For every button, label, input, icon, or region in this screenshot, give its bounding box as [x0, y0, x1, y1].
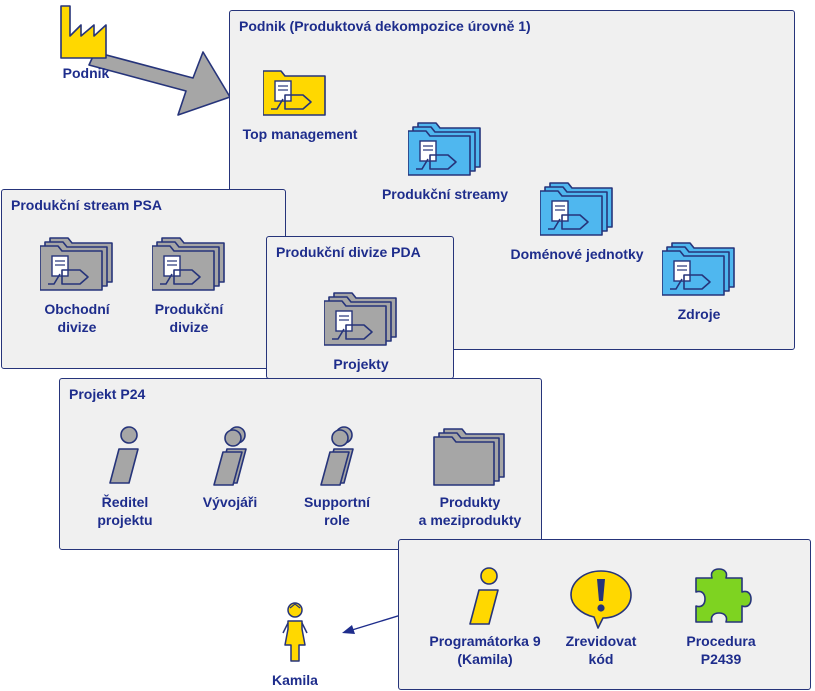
panel-podnik-title: Podnik (Produktová dekompozice úrovně 1) — [239, 18, 531, 34]
item-label: Ředitel projektu — [97, 494, 153, 528]
folder-stack-icon — [40, 236, 114, 294]
item-obchodni-divize[interactable]: Obchodní divize — [22, 236, 132, 336]
info-persons-icon — [213, 426, 247, 486]
info-person-icon — [109, 426, 139, 484]
item-vyvojari[interactable]: Vývojáři — [185, 425, 275, 511]
panel-p24: Projekt P24 Ředitel projektu Vývojáři Su… — [59, 378, 542, 550]
item-label: Programátorka 9 (Kamila) — [429, 633, 541, 667]
item-label: Obchodní divize — [44, 301, 110, 335]
item-label: Procedura P2439 — [686, 633, 756, 667]
panel-pda: Produkční divize PDA Projekty — [266, 236, 454, 379]
item-domenove-jednotky[interactable]: Doménové jednotky — [492, 181, 662, 263]
folder-icon — [263, 69, 337, 119]
folder-stack-icon — [324, 291, 398, 349]
panel-psa-title: Produkční stream PSA — [11, 197, 162, 213]
panel-psa: Produkční stream PSA Obchodní divize Pro… — [1, 189, 286, 369]
item-zrevidovat-kod[interactable]: Zrevidovat kód — [553, 568, 649, 668]
item-label: Projekty — [333, 356, 389, 372]
item-supportni-role[interactable]: Supportní role — [292, 425, 382, 529]
item-label: Zdroje — [677, 306, 721, 322]
item-produkcni-streamy[interactable]: Produkční streamy — [365, 121, 525, 203]
folder-stack-icon — [662, 241, 736, 299]
panel-p24-title: Projekt P24 — [69, 386, 146, 402]
person-icon — [282, 602, 308, 662]
folder-stack-icon — [540, 181, 614, 239]
assignment-arrow-head — [342, 625, 355, 634]
exclamation-bubble-icon — [570, 570, 632, 629]
item-label: Produkční divize — [154, 301, 224, 335]
puzzle-piece-icon — [695, 568, 752, 623]
folder-stack-icon — [152, 236, 226, 294]
item-label: Vývojáři — [202, 494, 258, 510]
item-label: Produkty a meziprodukty — [418, 494, 522, 528]
item-label: Zrevidovat kód — [565, 633, 637, 667]
item-zdroje[interactable]: Zdroje — [659, 241, 739, 323]
person-kamila[interactable]: Kamila — [265, 601, 325, 689]
item-produkty[interactable]: Produkty a meziprodukty — [405, 427, 535, 529]
factory-label: Podnik — [62, 65, 110, 81]
item-top-management[interactable]: Top management — [235, 69, 365, 143]
item-programatorka[interactable]: Programátorka 9 (Kamila) — [415, 566, 555, 668]
info-persons-icon — [320, 426, 354, 486]
folder-stack-icon — [408, 121, 482, 179]
panel-task-detail: Programátorka 9 (Kamila) Zrevidovat kód … — [398, 539, 811, 690]
item-reditel-projektu[interactable]: Ředitel projektu — [80, 425, 170, 529]
folder-stack-plain-icon — [433, 428, 505, 486]
factory-icon — [60, 5, 107, 59]
item-projekty[interactable]: Projekty — [306, 291, 416, 373]
item-label: Produkční streamy — [381, 186, 509, 202]
item-procedura[interactable]: Procedura P2439 — [671, 568, 771, 668]
info-person-icon — [469, 567, 499, 625]
panel-pda-title: Produkční divize PDA — [276, 244, 421, 260]
person-label: Kamila — [272, 672, 318, 688]
item-label: Top management — [242, 126, 358, 142]
item-label: Supportní role — [303, 494, 371, 528]
factory-node[interactable]: Podnik — [46, 2, 126, 82]
item-label: Doménové jednotky — [510, 246, 644, 262]
item-produkcni-divize[interactable]: Produkční divize — [134, 236, 244, 336]
